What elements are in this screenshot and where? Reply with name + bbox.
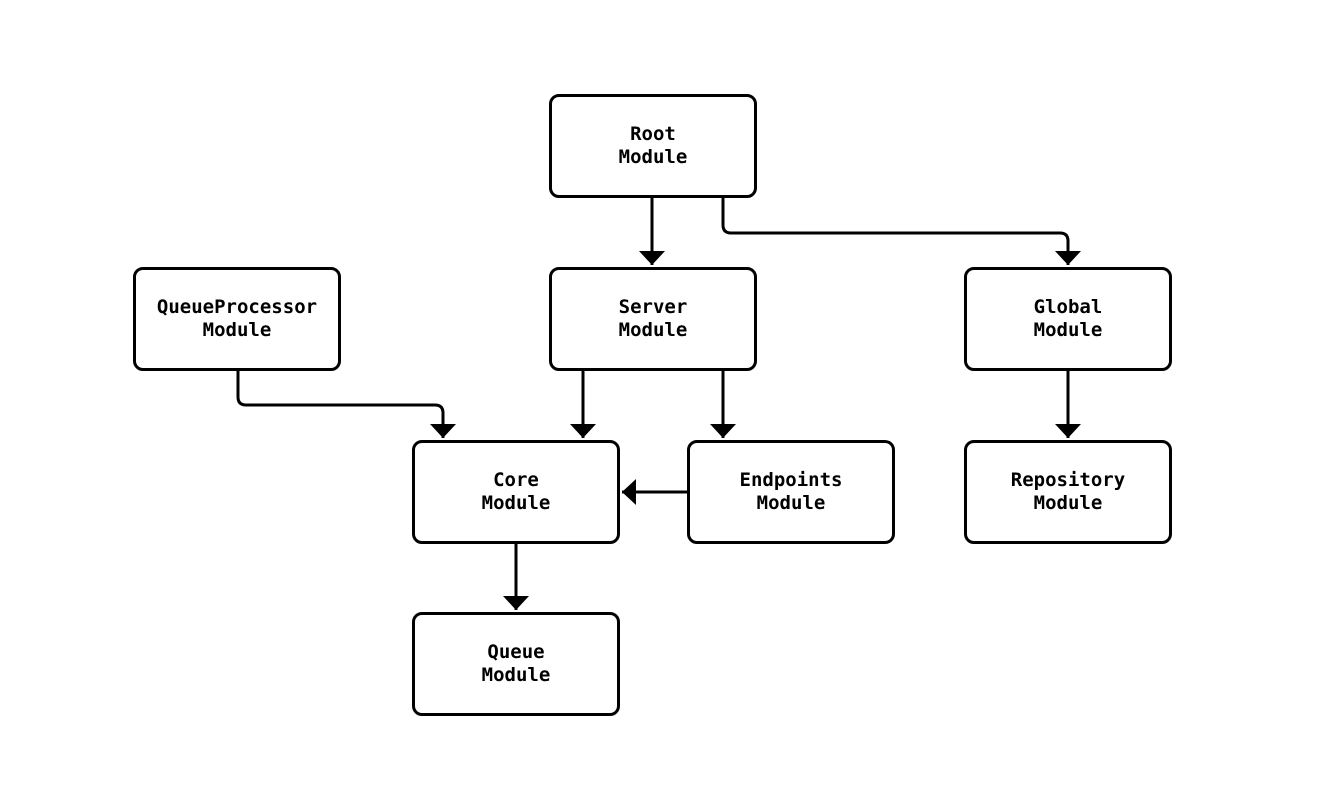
node-label-line: Repository (1010, 469, 1126, 491)
node-queueprocessor-module: QueueProcessor Module (133, 267, 341, 371)
node-label-line: Module (618, 146, 688, 168)
node-label-line: Module (1033, 319, 1103, 341)
node-label-line: Server (618, 296, 688, 318)
node-core-module: Core Module (412, 440, 620, 544)
node-server-module: Server Module (549, 267, 757, 371)
node-label-line: QueueProcessor (156, 296, 318, 318)
node-label-line: Endpoints (739, 469, 843, 491)
node-repository-module: Repository Module (964, 440, 1172, 544)
edge-root-to-global (721, 198, 1081, 265)
node-label-line: Module (756, 492, 826, 514)
edge-queueprocessor-to-core (236, 371, 456, 438)
node-label-line: Queue (487, 641, 545, 663)
node-label-line: Core (493, 469, 539, 491)
node-label-line: Global (1033, 296, 1103, 318)
node-label-line: Module (481, 492, 551, 514)
node-label-line: Root (630, 123, 676, 145)
node-root-module: Root Module (549, 94, 757, 198)
node-label-line: Module (1033, 492, 1103, 514)
node-label-line: Module (481, 664, 551, 686)
node-queue-module: Queue Module (412, 612, 620, 716)
node-endpoints-module: Endpoints Module (687, 440, 895, 544)
node-label-line: Module (202, 319, 272, 341)
node-label-line: Module (618, 319, 688, 341)
node-global-module: Global Module (964, 267, 1172, 371)
